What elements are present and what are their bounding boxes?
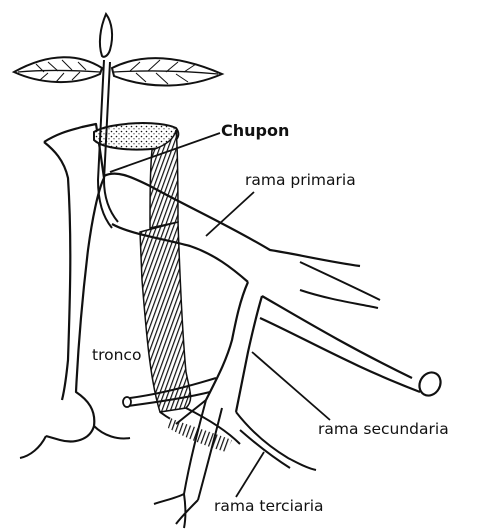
tertiary-branch-main: [184, 400, 222, 500]
label-rama-primaria: rama primaria: [245, 173, 356, 189]
label-rama-terciaria: rama terciaria: [214, 499, 324, 515]
leader-terciaria: [236, 452, 264, 497]
trunk: [20, 123, 240, 458]
secondary-stub: [260, 296, 420, 392]
trunk-outline: [44, 124, 104, 441]
shoot: [14, 14, 222, 228]
left-leaf: [14, 57, 102, 82]
primary-branch-spur: [300, 262, 380, 308]
trunk-shadow: [140, 222, 191, 412]
label-chupon: Chupon: [221, 123, 289, 139]
label-rama-secundaria: rama secundaria: [318, 422, 449, 438]
secondary-branch-right-edge: [236, 296, 262, 412]
leader-secundaria: [252, 352, 330, 420]
shoot-bud: [100, 14, 112, 57]
leader-primaria: [206, 192, 254, 236]
tertiary-branch-fork: [154, 494, 198, 528]
cut-end: [415, 369, 444, 400]
tertiary-branch-right: [236, 412, 316, 470]
label-tronco: tronco: [92, 348, 141, 364]
